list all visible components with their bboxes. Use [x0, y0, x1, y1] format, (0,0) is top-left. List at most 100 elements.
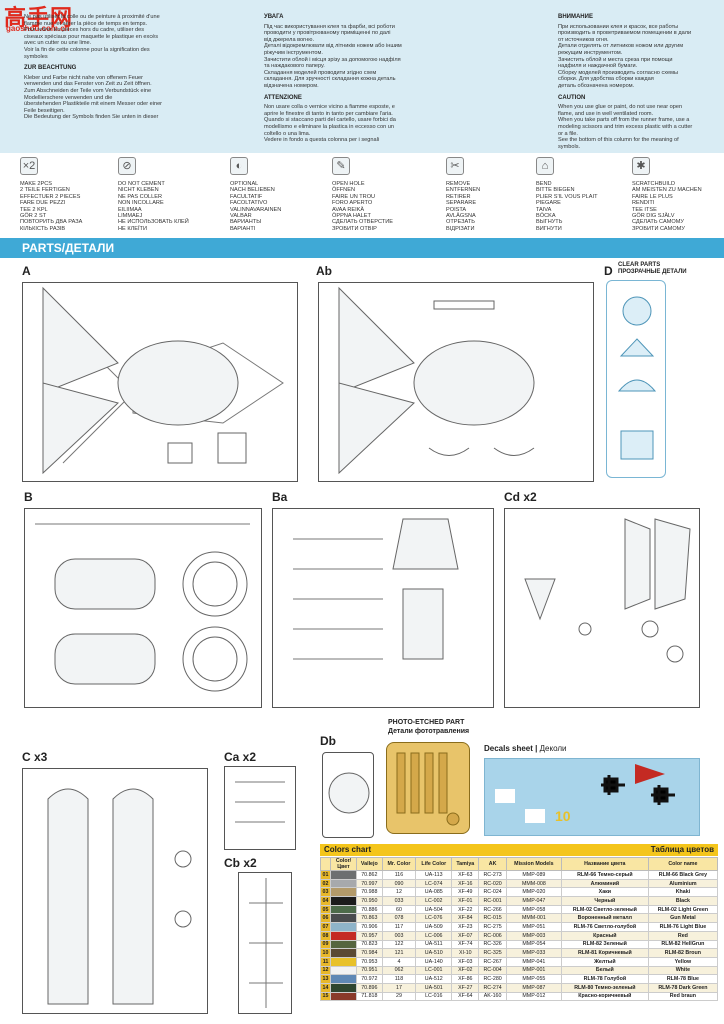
color-number: 02	[320, 878, 331, 889]
color-cell: 29	[381, 991, 417, 1002]
text-line: überstehenden Plastikteile mit einem Mes…	[24, 101, 163, 108]
text-line: SEPARARE	[446, 200, 477, 207]
text-line: NON INCOLLARE	[118, 200, 164, 207]
sprue-ba-drawing	[293, 518, 459, 660]
color-cell: LC-076	[415, 913, 453, 924]
color-cell: Gun Metal	[647, 913, 719, 924]
color-cell: RLM-02 Light Green	[647, 904, 719, 915]
text-line: СДЕЛАТЬ САМОМУ	[632, 219, 684, 226]
colors-chart-title-en: Colors chart	[324, 845, 372, 854]
text-line: modellismo e eliminare la plastica in ec…	[264, 123, 394, 130]
color-cell: 70.886	[356, 904, 383, 915]
color-number: 11	[320, 956, 331, 967]
colors-chart-header: Colors chart Таблица цветов	[320, 844, 718, 856]
text-line: RETIRER	[446, 193, 471, 200]
color-cell: LC-074	[415, 878, 453, 889]
text-line: aprire le finestre di tanto in tanto per…	[264, 110, 393, 117]
color-cell: RLM-76 Light Blue	[647, 922, 719, 932]
sprue-ca-drawing	[235, 781, 285, 823]
text-line: TAIVA	[536, 206, 552, 213]
color-cell: XF-86	[451, 974, 480, 984]
color-cell: XF-63	[451, 870, 480, 880]
color-cell: XF-16	[451, 878, 480, 889]
color-cell: Yellow	[647, 956, 719, 967]
color-cell: XF-22	[451, 904, 480, 915]
text-line: OPEN HOLE	[332, 181, 365, 187]
text-line: LIMMAEJ	[118, 213, 143, 220]
text-line: проводити у провітрюваному приміщенні по…	[264, 30, 391, 37]
color-cell: RLM-66 Black Grey	[647, 870, 719, 880]
text-line: DO NOT CEMENT	[118, 181, 165, 187]
text-line: verwenden und das Fenster von Zeit zu Ze…	[24, 81, 152, 88]
sprue-label-cd: Cd x2	[504, 490, 537, 504]
text-line: Modellierschere verwenden und die	[24, 94, 113, 101]
color-cell: MMM-001	[505, 913, 562, 924]
color-cell: RLM-02 Светло-зеленый	[560, 904, 649, 915]
color-number: 05	[320, 904, 331, 915]
text-line: VALINNAVARAINEN	[230, 206, 282, 213]
optional-icon: ◐	[230, 157, 248, 175]
sprue-ab	[318, 282, 594, 482]
color-cell: MMP-087	[505, 982, 562, 993]
color-cell: Red	[647, 930, 719, 941]
colors-column-header: Mission Models	[505, 857, 562, 871]
color-cell: Black	[647, 896, 719, 906]
color-cell: MMP-058	[505, 904, 562, 915]
color-cell: XF-84	[451, 913, 480, 924]
color-swatch	[330, 904, 357, 915]
color-cell: 70.950	[356, 896, 383, 906]
decals-caption: Decals sheet | Деколи	[484, 744, 567, 753]
text-line: производить в проветриваемом помещении в…	[558, 30, 692, 37]
color-cell: 090	[381, 878, 417, 889]
color-cell: MMP-051	[505, 922, 562, 932]
color-number: 10	[320, 948, 331, 958]
text-line: REMOVE	[446, 181, 471, 187]
text-line: Детали отделять от литников ножом или др…	[558, 43, 684, 50]
caution-ru-text: При использовании клея и красок, все раб…	[558, 24, 718, 90]
text-line: FACOLTATIVO	[230, 200, 268, 207]
text-line: ВАРИАНТЫ	[230, 219, 262, 226]
drill-icon: ✎	[332, 157, 350, 175]
caution-ru: ВНИМАНИЕ При использовании клея и красок…	[558, 14, 718, 150]
color-cell: 003	[381, 930, 417, 941]
color-cell: 70.984	[356, 948, 383, 958]
color-swatch	[330, 878, 357, 889]
sprue-c-drawing	[47, 788, 192, 1005]
text-line: TEE ITSE	[632, 206, 657, 213]
text-line: Die Bedeutung der Symbols finden Sie unt…	[24, 114, 159, 121]
text-line: FAIRE LE PLUS	[632, 193, 673, 200]
color-cell: XF-03	[451, 956, 480, 967]
color-cell: XF-02	[451, 965, 480, 976]
colors-column-header: Tamiya	[451, 857, 480, 871]
text-line: NICHT KLEBEN	[118, 187, 159, 194]
color-cell: UA-509	[415, 922, 453, 932]
text-line: відзначена номером.	[264, 82, 319, 89]
text-line: BEND	[536, 181, 552, 187]
text-line: Складання моделей проводити згідно схем	[264, 69, 377, 76]
color-cell: UA-140	[415, 956, 453, 967]
decal-sheet-drawing: 10	[495, 764, 675, 824]
caution-it-text: Non usare colla o vernice vicino a fiamm…	[264, 104, 464, 144]
color-cell: AK-160	[478, 991, 507, 1002]
color-cell: LC-002	[415, 896, 453, 906]
color-cell: 70.951	[356, 965, 383, 976]
color-cell: UA-504	[415, 904, 453, 915]
color-cell: Хаки	[560, 887, 649, 898]
sprue-b	[24, 508, 262, 708]
color-cell: MMM-008	[505, 878, 562, 889]
sprue-label-ab: Ab	[316, 264, 332, 278]
text-line: та наждакового паперу.	[264, 63, 325, 70]
color-swatch	[330, 913, 357, 924]
text-line: СДЕЛАТЬ ОТВЕРСТИЕ	[332, 219, 393, 226]
color-cell: RLM-66 Темно-серый	[560, 870, 649, 880]
color-swatch	[330, 870, 357, 880]
caution-de-heading: ZUR BEACHTUNG	[24, 65, 77, 72]
